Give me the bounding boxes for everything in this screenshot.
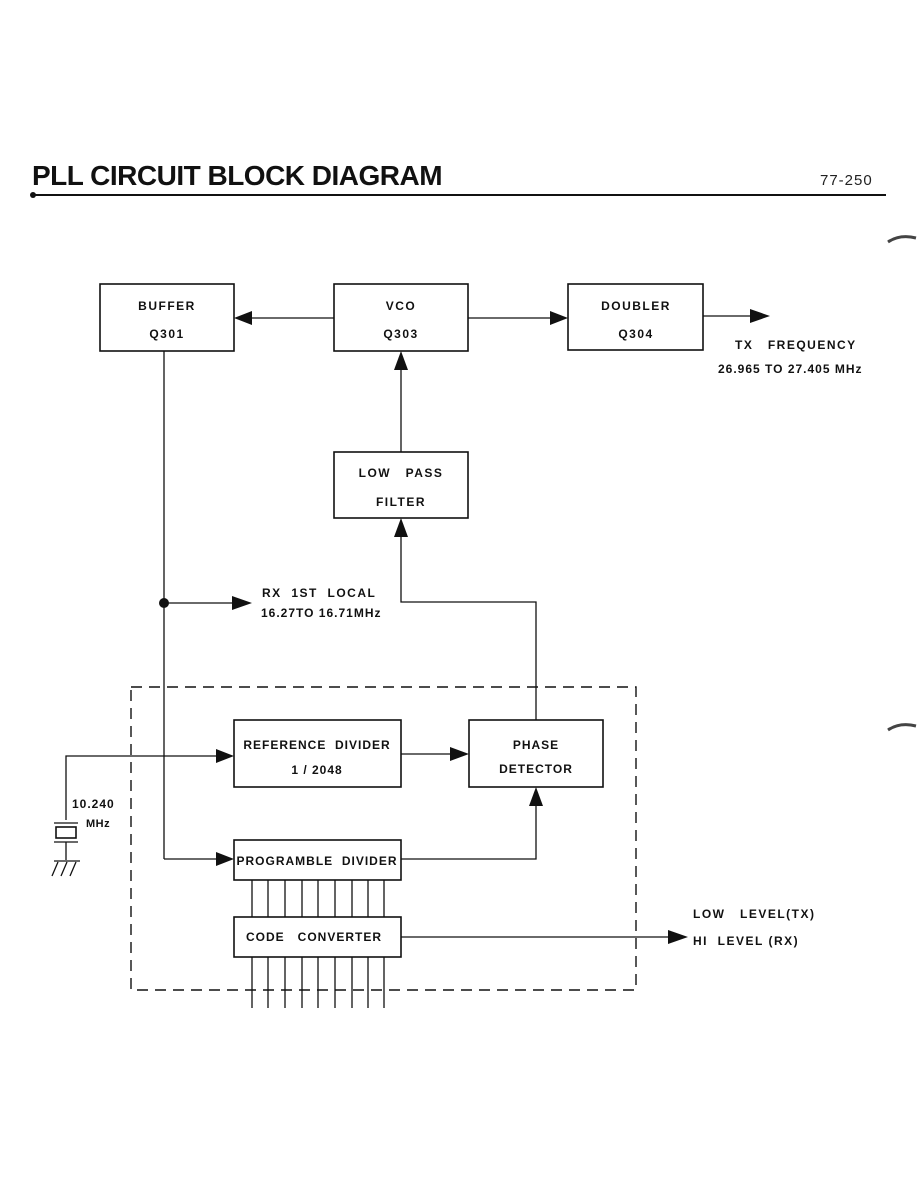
arrow-level-output	[668, 930, 688, 944]
scan-edge-mark-lower	[887, 723, 917, 732]
low-level-label: LOW LEVEL(TX)	[693, 907, 816, 921]
doubler-box	[567, 283, 704, 351]
tx-frequency-range: 26.965 TO 27.405 MHz	[718, 362, 863, 376]
code-converter-block: CODE CONVERTER	[233, 916, 402, 958]
arrow-tx-output	[750, 309, 770, 323]
low-pass-filter-block: LOW PASS FILTER	[333, 451, 469, 519]
arrow-rx-local	[232, 596, 252, 610]
wire-progdiv-to-phase-detector	[401, 804, 537, 860]
arrow-into-lpf	[394, 518, 408, 537]
buffer-part: Q301	[149, 327, 184, 341]
wire-phase-detector-to-lpf	[400, 535, 537, 720]
crystal-unit: MHz	[86, 818, 110, 830]
reference-divider-ratio: 1 / 2048	[291, 763, 342, 777]
title-rule	[32, 194, 886, 196]
arrow-into-programmable-divider	[216, 852, 234, 866]
rx-local-range: 16.27TO 16.71MHz	[261, 606, 382, 620]
arrow-into-phase-detector-ref	[450, 747, 469, 761]
tx-frequency-label: TX FREQUENCY	[735, 338, 857, 352]
code-converter-label: CODE CONVERTER	[246, 930, 382, 944]
reference-divider-label: REFERENCE DIVIDER	[243, 738, 390, 752]
ic-boundary-dashed	[130, 686, 637, 991]
buffer-label: BUFFER	[138, 299, 196, 313]
reference-divider-block: REFERENCE DIVIDER 1 / 2048	[233, 719, 402, 788]
crystal-symbol	[54, 822, 78, 860]
rx-local-label: RX 1ST LOCAL	[262, 586, 376, 600]
ground-icon	[51, 860, 80, 877]
programmable-divider-label: PROGRAMBLE DIVIDER	[236, 854, 397, 868]
phase-detector-label: PHASE	[513, 738, 559, 752]
page-number: 77-250	[820, 172, 873, 189]
vco-part: Q303	[383, 327, 418, 341]
arrow-into-reference-divider	[216, 749, 234, 763]
phase-detector-block: PHASE DETECTOR	[468, 719, 604, 788]
hi-level-label: HI LEVEL (RX)	[693, 934, 799, 948]
page-title: PLL CIRCUIT BLOCK DIAGRAM	[32, 160, 443, 191]
vco-label: VCO	[386, 299, 417, 313]
doubler-label: DOUBLER	[601, 299, 671, 313]
doubler-block: DOUBLER Q304	[567, 283, 704, 351]
programmable-divider-block: PROGRAMBLE DIVIDER	[233, 839, 402, 881]
low-pass-filter-label-2: FILTER	[376, 495, 426, 509]
vco-block: VCO Q303	[333, 283, 469, 352]
phase-detector-box	[468, 719, 604, 788]
low-pass-filter-label: LOW PASS	[359, 466, 444, 480]
arrow-into-phase-detector-prog	[529, 787, 543, 806]
phase-detector-label-2: DETECTOR	[499, 762, 573, 776]
arrow-into-doubler	[550, 311, 568, 325]
doubler-part: Q304	[618, 327, 653, 341]
bus-lines-code-inputs	[251, 957, 385, 1008]
arrow-into-vco	[394, 351, 408, 370]
crystal-frequency: 10.240	[72, 797, 115, 811]
buffer-block: BUFFER Q301	[99, 283, 235, 352]
wire-crystal-to-reference-divider	[65, 755, 218, 820]
bus-lines-prog-to-code	[251, 880, 385, 917]
buffer-box	[99, 283, 235, 352]
scan-edge-mark-upper	[887, 235, 917, 244]
arrow-into-buffer	[234, 311, 252, 325]
